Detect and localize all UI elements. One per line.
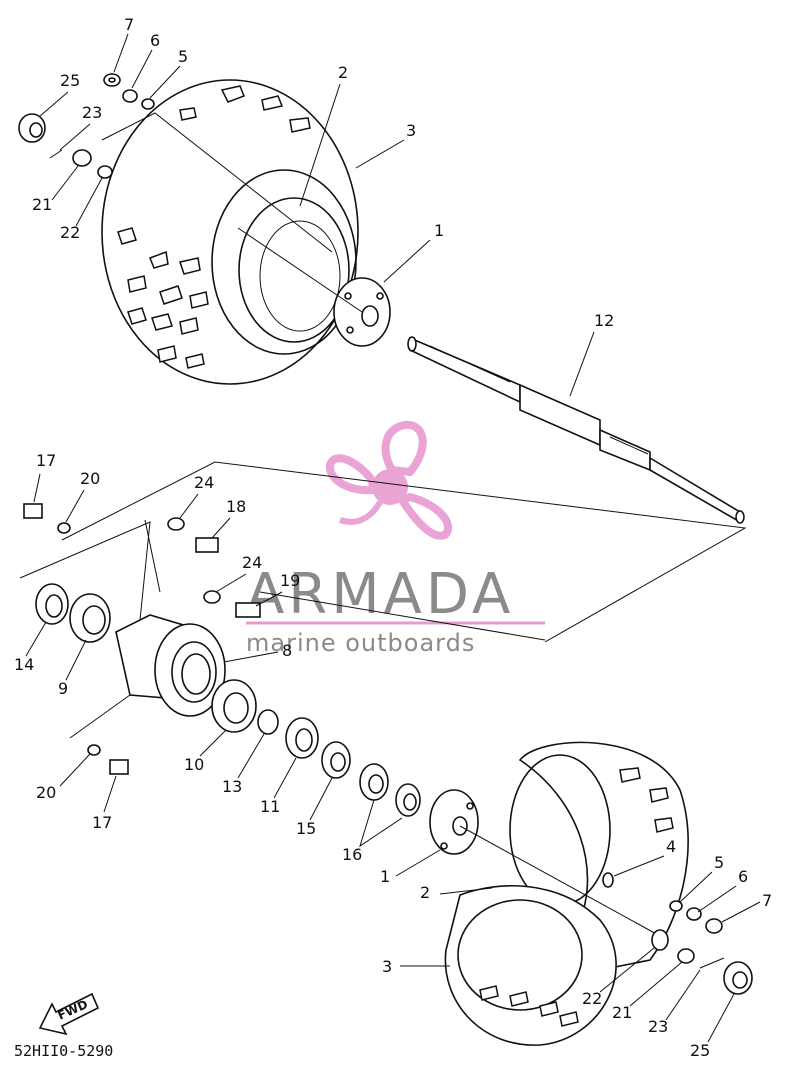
callout-11: 11 <box>260 797 280 816</box>
group-frame-line-2 <box>19 521 151 621</box>
callout-7-second: 7 <box>762 891 772 910</box>
callout-25-second: 25 <box>690 1041 710 1060</box>
bottom-nut-set <box>602 872 753 995</box>
callout-21-second: 21 <box>612 1003 632 1022</box>
callout-23-second: 23 <box>648 1017 668 1036</box>
callout-1: 1 <box>434 221 444 240</box>
bolts-and-washers <box>23 503 261 775</box>
callout-3: 3 <box>406 121 416 140</box>
callout-24-second: 24 <box>242 553 262 572</box>
callout-21: 21 <box>32 195 52 214</box>
group-frame-line-4 <box>259 591 546 641</box>
callout-8: 8 <box>282 641 292 660</box>
callout-labels: 7 6 5 25 2 23 3 21 22 1 12 17 20 24 18 2… <box>14 15 772 1060</box>
top-wheel-axis-line <box>237 227 363 313</box>
callout-6: 6 <box>150 31 160 50</box>
callout-20-second: 20 <box>36 783 56 802</box>
group-frame-line-3 <box>144 519 161 593</box>
callout-20: 20 <box>80 469 100 488</box>
watermark-logo <box>326 420 453 540</box>
leader-lines <box>25 33 761 1043</box>
callout-5-second: 5 <box>714 853 724 872</box>
top-nut-set <box>18 73 333 253</box>
callout-17: 17 <box>36 451 56 470</box>
callout-15: 15 <box>296 819 316 838</box>
callout-16: 16 <box>342 845 362 864</box>
callout-24: 24 <box>194 473 214 492</box>
watermark-subtitle: marine outboards <box>246 629 475 657</box>
callout-13: 13 <box>222 777 242 796</box>
bottom-wheel-hub <box>429 789 479 855</box>
callout-9: 9 <box>58 679 68 698</box>
callout-4: 4 <box>666 837 676 856</box>
callout-7: 7 <box>124 15 134 34</box>
callout-3-second: 3 <box>382 957 392 976</box>
callout-19: 19 <box>280 571 300 590</box>
callout-10: 10 <box>184 755 204 774</box>
callout-25: 25 <box>60 71 80 90</box>
top-wheel-tire <box>101 79 359 385</box>
group-frame-line <box>61 461 747 643</box>
bottom-wheel-tire <box>444 741 689 1046</box>
callout-12: 12 <box>594 311 614 330</box>
seal-and-bearings <box>35 583 421 817</box>
callout-14: 14 <box>14 655 34 674</box>
callout-6-second: 6 <box>738 867 748 886</box>
callout-23: 23 <box>82 103 102 122</box>
callout-2-second: 2 <box>420 883 430 902</box>
bearing-housing <box>115 614 226 717</box>
rear-axle-shaft <box>407 336 745 524</box>
callout-22: 22 <box>60 223 80 242</box>
callout-5: 5 <box>178 47 188 66</box>
callout-1-second: 1 <box>380 867 390 886</box>
callout-22-second: 22 <box>582 989 602 1008</box>
bottom-wheel-axis-line <box>459 825 661 937</box>
fwd-arrow: FWD <box>38 992 100 1036</box>
callout-17-second: 17 <box>92 813 112 832</box>
diagram-code: 52HII0-5290 <box>14 1042 113 1060</box>
watermark-title: ARMADA <box>246 562 514 627</box>
callout-18: 18 <box>226 497 246 516</box>
callout-2: 2 <box>338 63 348 82</box>
